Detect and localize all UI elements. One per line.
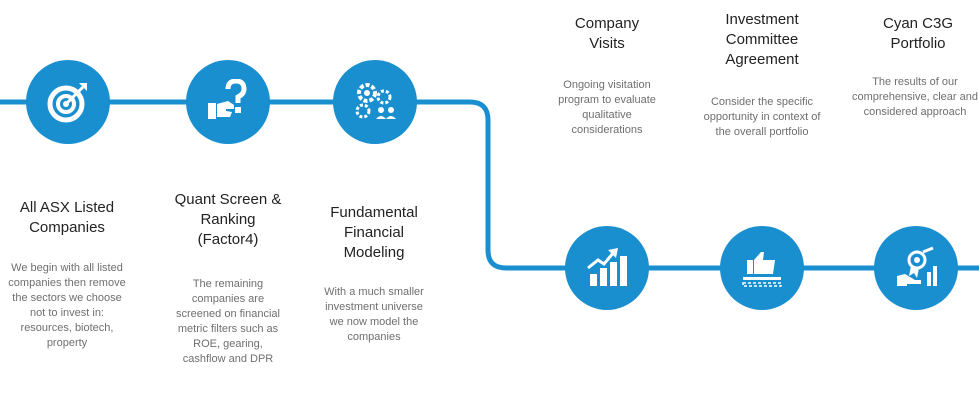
growth-chart-icon	[587, 248, 627, 286]
step-1-description: We begin with all listed companies then …	[8, 262, 126, 349]
step-1-circle	[26, 60, 110, 144]
step-5-description: Consider the specific opportunity in con…	[703, 96, 821, 138]
step-4-title: Company Visits	[574, 15, 640, 52]
question-hand-icon	[208, 79, 247, 119]
step-6-circle	[874, 226, 958, 310]
step-4-description: Ongoing visitation program to evaluate q…	[558, 79, 656, 136]
step-3-circle	[333, 60, 417, 144]
step-3-title: Fundamental Financial Modeling	[330, 204, 418, 261]
gears-people-icon	[355, 83, 396, 119]
step-1-title: All ASX Listed Companies	[19, 199, 115, 236]
award-hand-icon	[897, 246, 937, 286]
step-6-description: The results of our comprehensive, clear …	[852, 76, 978, 118]
step-3-description: With a much smaller investment universe …	[324, 286, 424, 343]
step-6-title: Cyan C3G Portfolio	[882, 15, 954, 52]
target-icon	[47, 83, 87, 123]
step-2-description: The remaining companies are screened on …	[176, 278, 280, 365]
step-2-circle	[186, 60, 270, 144]
step-4-circle	[565, 226, 649, 310]
step-5-title: Investment Committee Agreement	[725, 11, 799, 68]
thumbs-up-icon	[742, 252, 782, 287]
step-5-circle	[720, 226, 804, 310]
step-2-title: Quant Screen & Ranking (Factor4)	[174, 191, 282, 248]
